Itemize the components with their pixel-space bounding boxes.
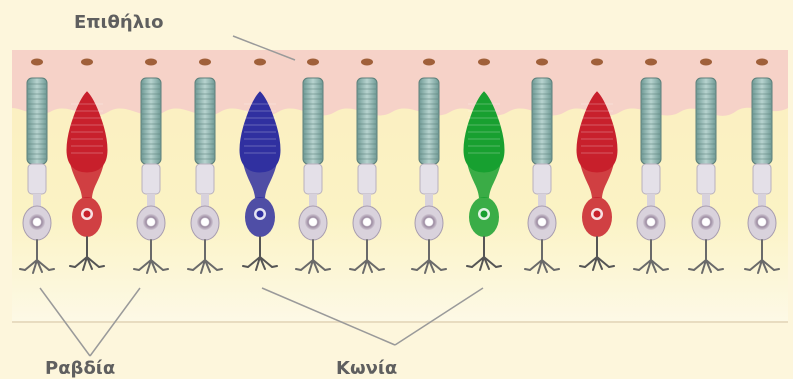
epithelial-nucleus [361,59,373,66]
epithelial-nucleus [307,59,319,66]
rods-label: Ραβδία [45,358,115,379]
epithelial-nucleus [478,59,490,66]
epithelial-nucleus [700,59,712,66]
epithelium-layer [12,50,788,116]
epithelial-nucleus [31,59,43,66]
epithelial-nucleus [199,59,211,66]
epithelial-nucleus [591,59,603,66]
epithelial-nucleus [645,59,657,66]
epithelial-nucleus [536,59,548,66]
epithelial-nucleus [145,59,157,66]
epithelial-nucleus [423,59,435,66]
epithelial-nucleus [81,59,93,66]
epithelial-nucleus [254,59,266,66]
epithelium-label: Επιθήλιο [74,12,164,33]
epithelial-nucleus [756,59,768,66]
cones-label: Κωνία [336,358,397,379]
